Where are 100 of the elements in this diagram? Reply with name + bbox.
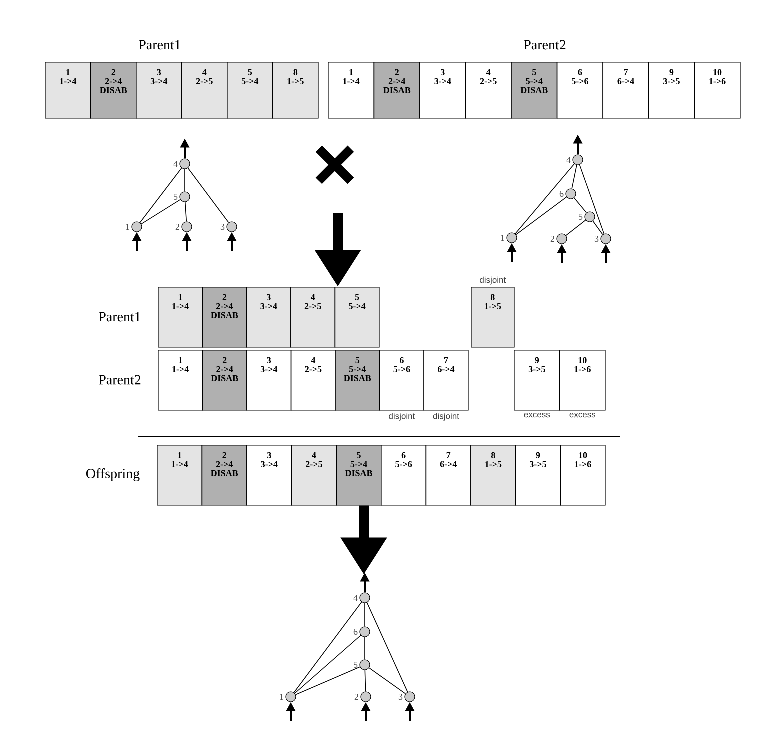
neuron-number: 3 [398,694,403,700]
genome-label: Offspring [86,468,140,482]
connection-line [368,668,406,694]
neuron-circle [132,222,142,232]
connection-line [566,220,586,236]
annotation-text: excess [570,413,596,418]
connection-line [141,199,181,225]
gene-cell: 1 1->4 [158,350,204,411]
connection-line [579,164,605,234]
neuron-number: 6 [560,190,564,198]
genome-label: Parent2 [99,375,141,385]
connection-line [294,602,362,694]
gene-cell: 1 1->4 [45,62,92,119]
gene-cell: 3 3->4 [420,62,466,119]
genome-label: Parent1 [99,312,141,322]
connection-line [295,666,361,696]
neuron-number: 2 [354,694,358,700]
neuron-number: 1 [280,694,284,700]
gene-cell: 4 2->5 [290,350,336,411]
gene-cell: 4 2->5 [290,287,336,348]
gene-cell: 9 3->5 [648,62,695,119]
genome-label: Parent1 [139,40,181,50]
gene-cell: 2 2->4 DISAB [202,350,248,411]
neuron-number: 5 [354,662,358,668]
connection-line [294,635,362,694]
gene-cell: 10 1->6 [560,445,606,506]
neuron-number: 2 [176,224,180,230]
connection-line [188,168,230,224]
connection-line [574,198,588,214]
neuron-number: 1 [126,224,130,230]
gene-cell: 5 5->4 DISAB [335,350,380,411]
gene-cell: 10 1->6 [694,62,741,119]
gene-cell: 4 2->5 [182,62,228,119]
neuron-circle [556,234,568,244]
connection-line [592,220,604,236]
gene-cell: 2 2->4 DISAB [202,287,248,348]
neuron-number: 5 [174,194,178,200]
gene-cell: 2 2->4 DISAB [90,62,137,119]
gene-cell: 10 1->6 [560,350,606,411]
connection-line [366,602,408,693]
neuron-circle [360,626,370,638]
gene-cell: 6 5->6 [379,350,424,411]
annotation-text: disjoint [480,276,506,285]
neuron-circle [286,692,296,702]
neuron-number: 4 [174,161,178,167]
gene-cell: 5 5->4 [227,62,274,119]
gene-cell: 4 2->5 [465,62,512,119]
neuron-circle [360,660,370,670]
connection-line [140,168,182,224]
gene-cell: 6 5->6 [556,62,604,119]
neuron-circle [182,222,192,232]
neuron-circle [404,692,416,702]
neuron-number: 3 [594,236,599,242]
gene-cell: 9 3->5 [514,350,560,411]
gene-cell: 2 2->4 DISAB [374,62,420,119]
neuron-number: 6 [354,628,358,636]
gene-cell: 5 5->4 [334,287,380,348]
neuron-number: 5 [579,214,583,220]
gene-cell: 5 5->4 DISAB [511,62,558,119]
gene-cell: 5 5->4 DISAB [336,445,382,506]
gene-cell: 7 6->4 [424,350,469,411]
neuron-circle [360,592,370,604]
gene-cell: 3 3->4 [246,445,292,506]
gene-cell: 8 1->5 [272,62,319,119]
gene-cell: 2 2->4 DISAB [202,445,248,506]
gene-cell: 8 1->5 [471,287,515,348]
gene-cell: 3 3->4 [246,287,292,348]
neuron-number: 4 [354,595,358,601]
gene-cell: 1 1->4 [328,62,375,119]
neuron-circle [584,212,596,222]
connection-line [364,636,366,660]
neuron-number: 1 [501,235,504,241]
neuron-number: 2 [550,236,554,242]
neuron-circle [180,158,190,170]
neuron-circle [506,232,518,244]
neuron-number: 4 [566,157,571,163]
neuron-circle [360,692,372,702]
neuron-circle [600,234,612,244]
connection-line [515,164,575,234]
gene-cell: 1 1->4 [158,287,203,348]
genome-label: Parent2 [524,40,566,50]
neuron-circle [180,192,190,202]
gene-cell: 7 6->4 [426,445,472,506]
gene-cell: 8 1->5 [470,445,516,506]
neuron-circle [572,154,584,166]
gene-cell: 6 5->6 [381,445,427,506]
connection-line [184,202,188,222]
gene-cell: 3 3->4 [136,62,182,119]
connection-line [184,168,186,192]
gene-cell: 4 2->5 [291,445,337,506]
neuron-circle [566,188,576,200]
gene-cell: 3 3->4 [246,350,292,411]
gene-cell: 7 6->4 [602,62,650,119]
connection-line [364,602,366,628]
gene-cell: 1 1->4 [157,445,203,506]
connection-line [516,196,568,236]
annotation-text: excess [524,413,550,418]
connection-line [572,164,578,190]
neuron-number: 3 [220,224,225,230]
neuron-circle [226,222,238,232]
